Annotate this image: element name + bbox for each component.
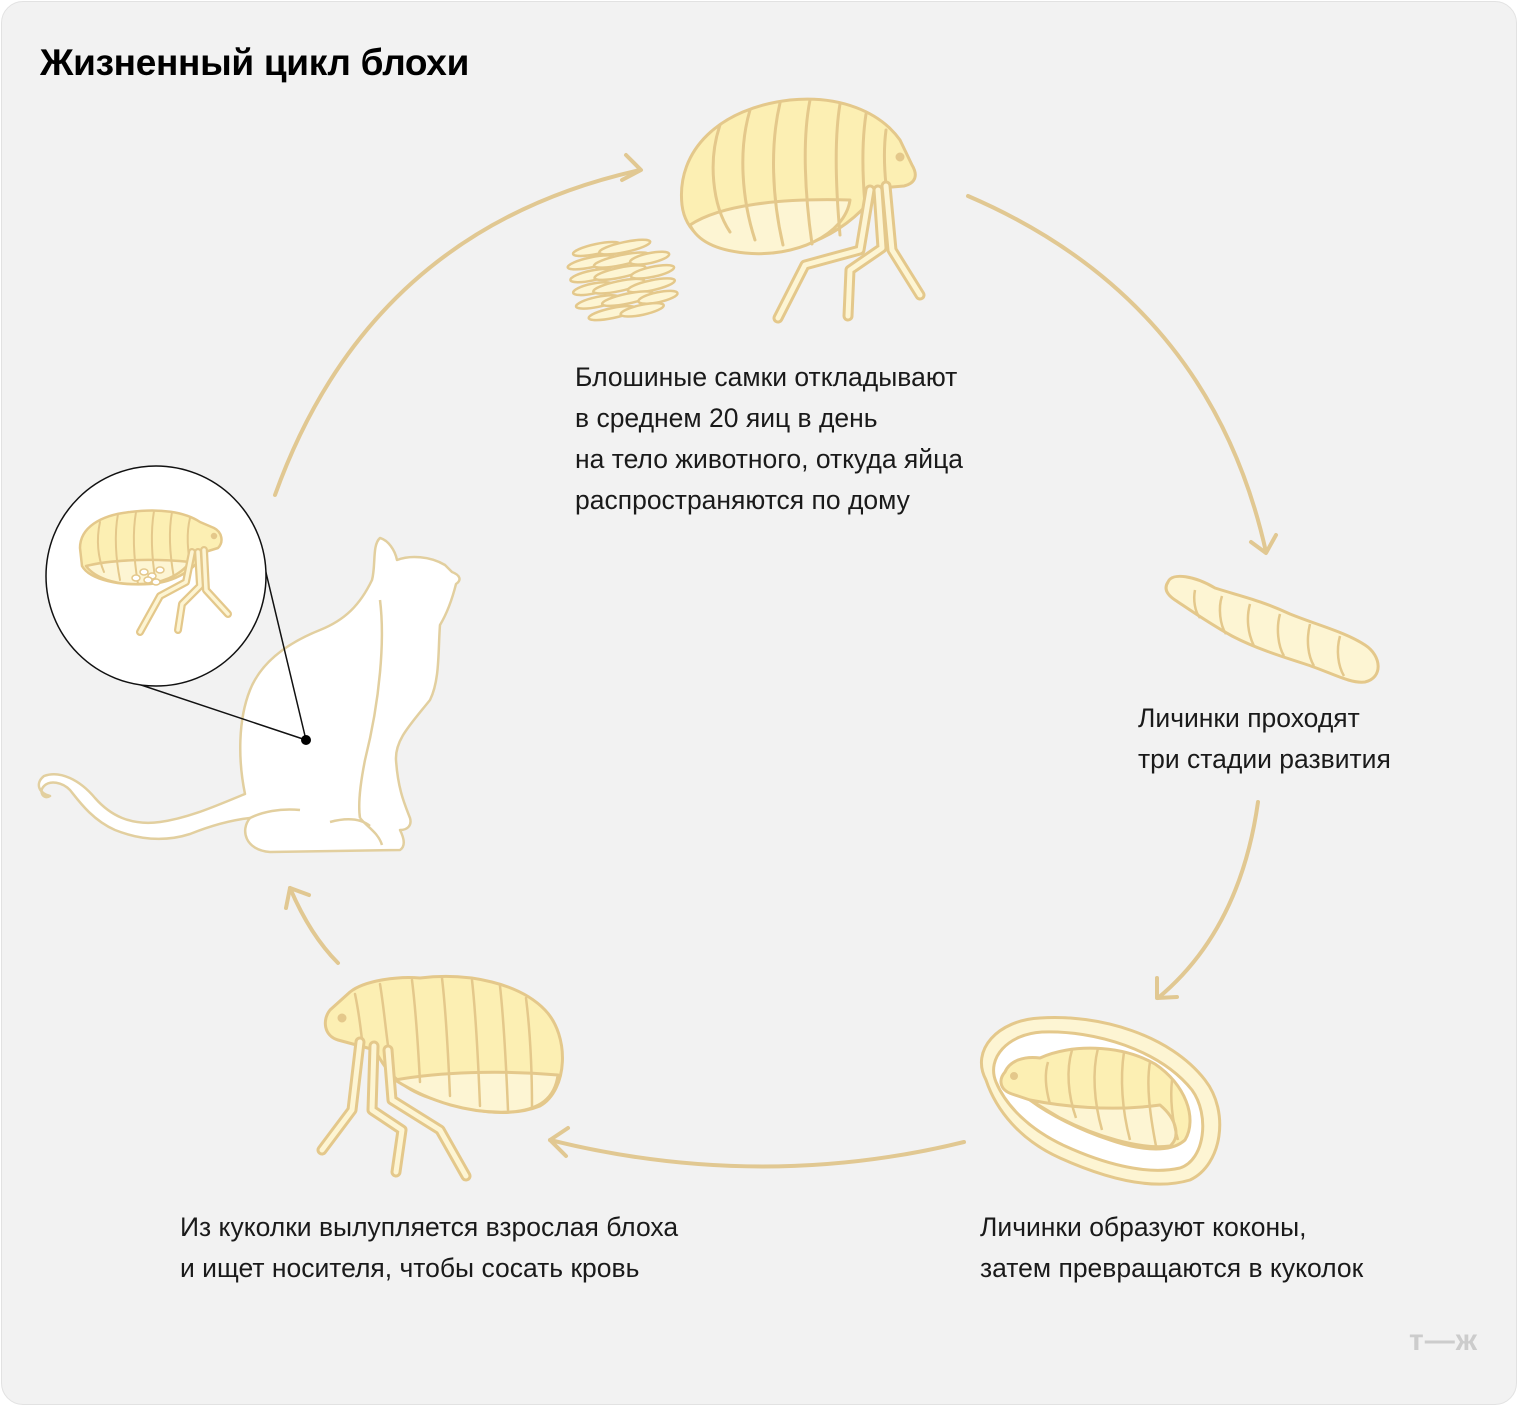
flea-location-dot [301,735,311,745]
arrow-eggs-to-larva [966,194,1268,554]
caption-cocoon-line: затем превращаются в куколок [980,1253,1364,1283]
eggs-illustration [566,238,679,322]
arrow-cat-to-eggs [273,168,642,497]
page-title: Жизненный цикл блохи [40,42,470,83]
arrow-cocoon-to-adult [548,1138,966,1169]
caption-larva: Личинки проходят три стадии развития [1138,698,1391,780]
arrow-adult-to-cat-head [284,886,311,910]
brand-logo: т—ж [1409,1324,1478,1357]
arrow-larva-to-cocoon-head [1155,976,1179,1000]
arrow-eggs-to-larva-head [1249,533,1278,555]
caption-eggs: Блошиные самки откладывают в среднем 20 … [575,357,963,521]
caption-cocoon: Личинки образуют коконы, затем превращаю… [980,1207,1363,1289]
caption-eggs-line: распространяются по дому [575,485,910,515]
arrow-larva-to-cocoon [1156,800,1260,1000]
adult-flea-illustration [316,974,564,1182]
caption-larva-line: три стадии развития [1138,744,1391,774]
larva-illustration [1164,574,1380,684]
arrow-cocoon-to-adult-head [548,1126,570,1158]
cocoon-illustration [979,1016,1222,1186]
caption-adult: Из куколки вылупляется взрослая блоха и … [180,1207,678,1289]
caption-adult-line: Из куколки вылупляется взрослая блоха [180,1212,679,1242]
cat-illustration [37,536,461,854]
caption-eggs-line: на тело животного, откуда яйца [575,444,964,474]
caption-adult-line: и ищет носителя, чтобы сосать кровь [180,1253,640,1283]
cycle-arrows [273,153,1278,1169]
arrow-cat-to-eggs-head [620,153,643,182]
caption-cocoon-line: Личинки образуют коконы, [980,1212,1307,1242]
caption-eggs-line: в среднем 20 яиц в день [575,403,878,433]
arrow-adult-to-cat [288,886,340,965]
caption-larva-line: Личинки проходят [1138,703,1360,733]
caption-eggs-line: Блошиные самки откладывают [575,362,958,392]
flea-laying-eggs-illustration [679,97,926,324]
magnifier-circle [45,465,267,687]
magnifier-pointer [125,559,307,741]
